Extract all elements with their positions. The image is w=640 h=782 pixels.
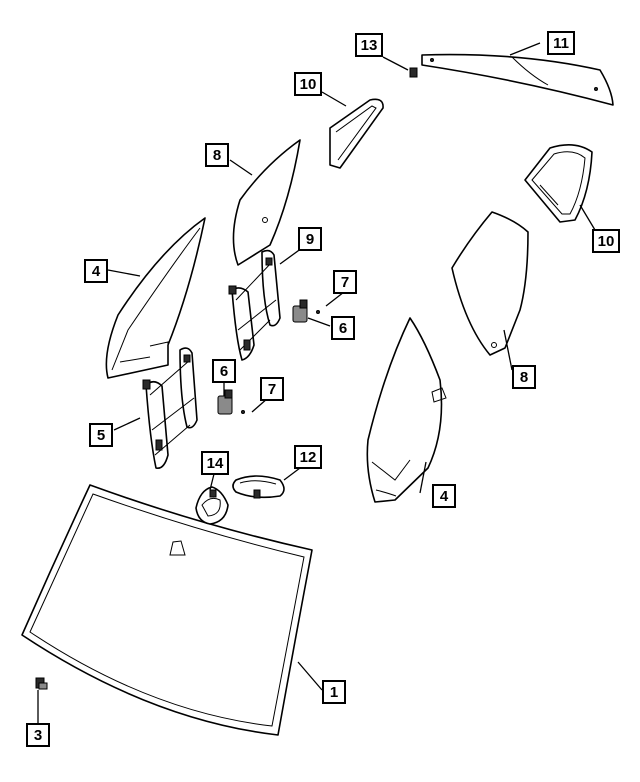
callout-4-right: 4	[432, 484, 456, 508]
mirror-bracket	[195, 486, 229, 525]
window-regulator-upper	[228, 249, 281, 361]
callout-9: 9	[298, 227, 322, 251]
callout-10-right: 10	[592, 229, 620, 253]
callout-7-lower: 7	[260, 377, 284, 401]
callout-6-upper: 6	[331, 316, 355, 340]
motor-lower	[217, 389, 233, 415]
callout-5: 5	[89, 423, 113, 447]
roof-glass	[421, 53, 614, 106]
callout-12: 12	[294, 445, 322, 469]
screw-lower	[241, 410, 245, 414]
motor-upper	[292, 299, 308, 323]
callout-8-right: 8	[512, 365, 536, 389]
callout-13: 13	[355, 33, 383, 57]
front-door-glass-left	[105, 217, 206, 379]
callout-11: 11	[547, 31, 575, 55]
rear-quarter-glass-right	[451, 211, 529, 356]
callout-8-left: 8	[205, 143, 229, 167]
callout-7-upper: 7	[333, 270, 357, 294]
callout-10-left: 10	[294, 72, 322, 96]
rearview-mirror	[232, 475, 285, 499]
front-door-glass-right	[366, 317, 447, 503]
fixed-glass-right	[524, 144, 593, 223]
windshield	[21, 484, 313, 736]
fastener	[409, 67, 418, 78]
rear-quarter-glass-left	[232, 139, 301, 266]
callout-14: 14	[201, 451, 229, 475]
callout-4-left: 4	[84, 259, 108, 283]
callout-6-lower: 6	[212, 359, 236, 383]
callout-3: 3	[26, 723, 50, 747]
clip	[35, 677, 48, 690]
screw-upper	[316, 310, 320, 314]
callout-1: 1	[322, 680, 346, 704]
fixed-glass-left	[329, 98, 384, 169]
window-regulator-lower	[142, 347, 198, 470]
